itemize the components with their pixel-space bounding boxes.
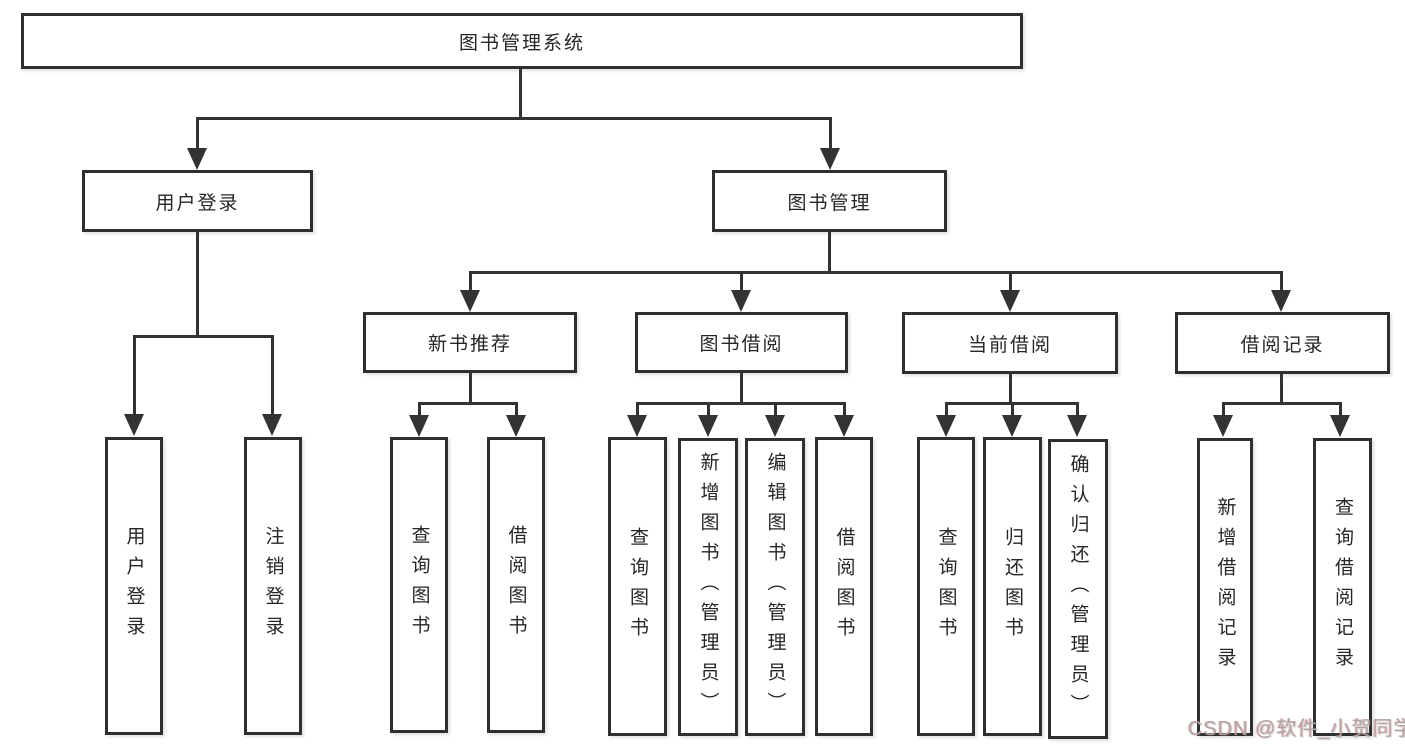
node-label: 新增借阅记录 — [1214, 497, 1236, 677]
leaf-edit-books-admin: 编辑图书（管理员） — [745, 438, 805, 736]
node-label: 查询图书 — [935, 526, 957, 647]
leaf-query-books: 查询图书 — [608, 437, 667, 736]
node-label: 新书推荐 — [427, 334, 512, 355]
leaf-query-books: 查询图书 — [917, 437, 975, 736]
connector-line — [469, 373, 472, 402]
arrow-down-icon — [731, 290, 751, 312]
arrow-down-icon — [460, 290, 480, 312]
node-label: 用户登录 — [123, 526, 145, 646]
connector-line — [1009, 271, 1012, 290]
connector-line — [1222, 402, 1225, 415]
arrow-down-icon — [1002, 415, 1022, 437]
connector-line — [828, 232, 831, 271]
node-label: 确认归还（管理员） — [1067, 454, 1089, 724]
leaf-return-books: 归还图书 — [983, 437, 1042, 736]
arrow-down-icon — [765, 415, 785, 437]
node-label: 用户登录 — [155, 192, 240, 214]
arrow-down-icon — [1213, 415, 1233, 437]
arrow-down-icon — [936, 415, 956, 437]
arrow-down-icon — [834, 415, 854, 437]
leaf-query-borrow-record: 查询借阅记录 — [1313, 438, 1372, 736]
node-label: 借阅图书 — [833, 526, 855, 647]
connector-line — [196, 117, 199, 150]
node-label: 注销登录 — [262, 526, 284, 646]
arrow-down-icon — [409, 415, 429, 437]
connector-line — [133, 335, 136, 416]
arrow-down-icon — [1067, 415, 1087, 437]
node-book-borrowing: 图书借阅 — [635, 312, 848, 373]
connector-line — [1076, 402, 1079, 415]
arrow-down-icon — [1330, 415, 1350, 437]
node-label: 查询借阅记录 — [1332, 497, 1353, 677]
arrow-down-icon — [1271, 290, 1291, 312]
node-label: 当前借阅 — [967, 334, 1052, 356]
connector-line — [196, 117, 832, 120]
connector-line — [945, 402, 948, 415]
connector-line — [519, 69, 522, 117]
node-label: 查询图书 — [408, 525, 430, 645]
arrow-down-icon — [1000, 290, 1020, 312]
connector-line — [133, 335, 274, 338]
arrow-down-icon — [627, 415, 647, 437]
node-label: 新增图书（管理员） — [697, 452, 719, 722]
node-label: 图书借阅 — [699, 334, 784, 355]
leaf-query-books: 查询图书 — [390, 437, 448, 733]
connector-line — [418, 402, 421, 415]
connector-line — [1280, 374, 1283, 402]
connector-line — [774, 402, 777, 415]
node-current-borrowing: 当前借阅 — [902, 312, 1118, 374]
connector-line — [829, 117, 832, 150]
node-label: 图书管理系统 — [458, 32, 585, 54]
node-label: 归还图书 — [1002, 526, 1023, 647]
node-borrowing-records: 借阅记录 — [1175, 312, 1390, 374]
connector-line — [1280, 271, 1283, 290]
connector-line — [515, 402, 518, 415]
arrow-down-icon — [187, 148, 207, 170]
leaf-add-books-admin: 新增图书（管理员） — [678, 438, 738, 736]
node-new-book-recommendation: 新书推荐 — [363, 312, 577, 373]
leaf-logout: 注销登录 — [244, 437, 302, 735]
node-library-management-system: 图书管理系统 — [21, 13, 1023, 69]
leaf-add-borrow-record: 新增借阅记录 — [1197, 438, 1253, 736]
connector-line — [469, 271, 1283, 274]
arrow-down-icon — [698, 415, 718, 437]
node-book-management: 图书管理 — [712, 170, 947, 232]
connector-line — [1339, 402, 1342, 415]
connector-line — [196, 232, 199, 335]
arrow-down-icon — [506, 415, 526, 437]
connector-line — [1222, 402, 1342, 405]
connector-line — [707, 402, 710, 415]
arrow-down-icon — [124, 414, 144, 436]
node-user-login: 用户登录 — [82, 170, 313, 232]
node-label: 图书管理 — [787, 192, 872, 214]
connector-line — [843, 402, 846, 415]
leaf-borrow-books: 借阅图书 — [487, 437, 545, 733]
leaf-confirm-return-admin: 确认归还（管理员） — [1048, 439, 1108, 739]
node-label: 查询图书 — [627, 526, 648, 647]
connector-line — [1011, 402, 1014, 415]
connector-line — [636, 402, 639, 415]
connector-line — [740, 373, 743, 402]
arrow-down-icon — [262, 414, 282, 436]
node-label: 借阅图书 — [505, 525, 527, 645]
node-label: 借阅记录 — [1240, 334, 1325, 356]
node-label: 编辑图书（管理员） — [764, 452, 786, 722]
connector-line — [636, 402, 846, 405]
connector-line — [740, 271, 743, 290]
arrow-down-icon — [820, 148, 840, 170]
leaf-user-login: 用户登录 — [105, 437, 163, 735]
connector-line — [469, 271, 472, 290]
connector-line — [271, 335, 274, 416]
connector-line — [418, 402, 517, 405]
leaf-borrow-books: 借阅图书 — [815, 437, 873, 736]
connector-line — [1009, 374, 1012, 402]
csdn-watermark: CSDN @软件_小贺同学 — [1188, 718, 1405, 740]
